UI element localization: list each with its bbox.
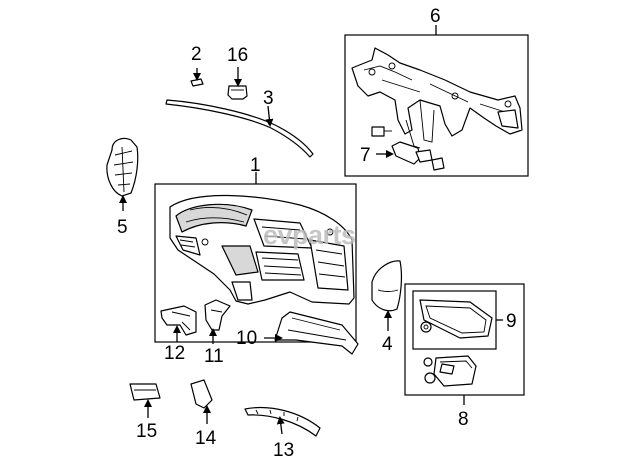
watermark-logo: evparts xyxy=(263,220,356,250)
callout-12: 12 xyxy=(164,343,185,364)
callout-16: 16 xyxy=(227,45,248,66)
part-3-garnish-strip[interactable] xyxy=(165,99,314,158)
part-15-clip[interactable] xyxy=(129,383,161,401)
part-11-bracket[interactable] xyxy=(204,299,231,331)
part-8-glove-box-latch[interactable] xyxy=(423,355,477,387)
part-7-brace[interactable] xyxy=(391,141,445,171)
callout-5: 5 xyxy=(117,217,128,238)
part-16-clip[interactable] xyxy=(227,85,248,100)
leader-13 xyxy=(276,416,285,435)
part-4-side-cover[interactable] xyxy=(371,260,403,312)
part-14-bracket[interactable] xyxy=(190,379,213,409)
callout-13: 13 xyxy=(273,440,294,461)
callout-2: 2 xyxy=(191,44,202,65)
part-9-glove-box-lid[interactable] xyxy=(419,299,493,339)
part-5-side-cover[interactable] xyxy=(106,137,139,197)
callout-7: 7 xyxy=(360,145,371,166)
part-10-lower-cover[interactable] xyxy=(274,311,359,355)
callout-3: 3 xyxy=(263,88,274,109)
leader-3 xyxy=(265,105,274,127)
callout-15: 15 xyxy=(136,421,157,442)
callout-1: 1 xyxy=(250,155,261,176)
part-13-lower-garnish[interactable] xyxy=(244,406,321,437)
callout-6: 6 xyxy=(430,6,441,27)
callout-14: 14 xyxy=(195,428,217,449)
part-1-instrument-panel[interactable] xyxy=(169,194,355,305)
callout-8: 8 xyxy=(458,409,469,430)
callout-11: 11 xyxy=(204,346,224,367)
callout-10: 10 xyxy=(236,328,257,349)
part-2-clip[interactable] xyxy=(190,78,204,87)
callout-9: 9 xyxy=(506,311,517,332)
part-12-bracket[interactable] xyxy=(160,305,197,336)
part-6-reinforcement[interactable] xyxy=(351,47,523,149)
callout-4: 4 xyxy=(382,334,393,355)
